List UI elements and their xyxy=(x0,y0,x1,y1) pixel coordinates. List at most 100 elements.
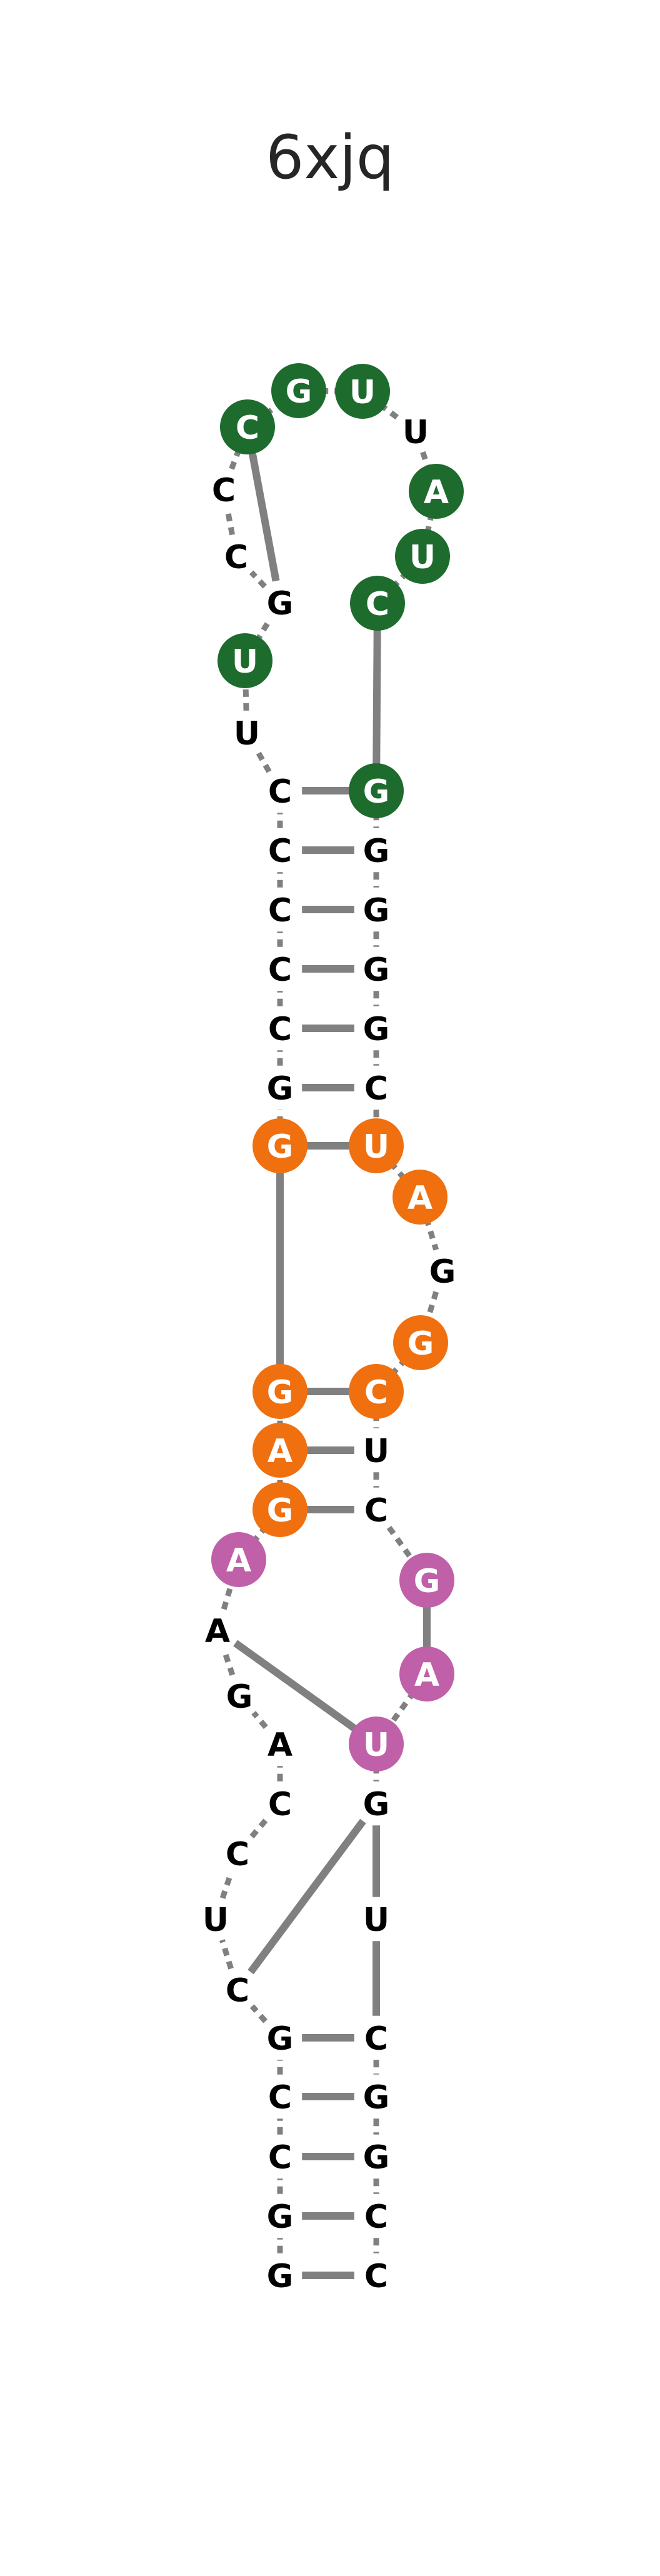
nucleotide-label: G xyxy=(408,1325,434,1363)
nucleotide-label: C xyxy=(226,1836,249,1873)
nucleotide-label: G xyxy=(267,2020,294,2058)
nucleotide-n7: U xyxy=(197,1900,234,1939)
nucleotide-n23: C xyxy=(261,772,299,811)
nucleotide-label: G xyxy=(429,1253,456,1291)
base-pair-line xyxy=(251,449,276,581)
nucleotide-n31: U xyxy=(335,364,390,419)
nucleotide-label: A xyxy=(268,1433,292,1470)
nucleotide-n9: C xyxy=(261,1785,299,1823)
nucleotide-label: G xyxy=(286,373,312,411)
nucleotide-n5: G xyxy=(261,2019,299,2058)
nucleotide-label: U xyxy=(363,1433,389,1470)
nucleotide-label: A xyxy=(205,1613,230,1650)
nucleotide-label: G xyxy=(363,773,390,811)
nucleotide-label: A xyxy=(408,1180,432,1217)
backbone-link xyxy=(228,511,232,535)
nucleotide-n52: G xyxy=(358,1785,395,1823)
backbone-link xyxy=(389,1692,414,1727)
nucleotide-label: G xyxy=(363,1786,390,1823)
nucleotide-n37: G xyxy=(358,831,395,870)
nucleotide-n10: A xyxy=(261,1725,299,1764)
nucleotide-n4: C xyxy=(261,2078,299,2117)
nucleotide-label: G xyxy=(267,1492,294,1530)
nucleotide-n50: A xyxy=(399,1646,454,1701)
backbone-link xyxy=(389,1528,414,1563)
nucleotide-n22: C xyxy=(261,831,299,870)
nucleotide-n28: C xyxy=(205,471,242,509)
nucleotide-n41: C xyxy=(358,1069,395,1108)
nucleotide-n17: G xyxy=(252,1118,308,1173)
nucleotide-n38: G xyxy=(358,891,395,930)
nucleotide-n13: A xyxy=(211,1532,266,1587)
nucleotide-n47: U xyxy=(358,1431,395,1470)
nucleotide-label: G xyxy=(267,2198,294,2236)
nucleotide-label: G xyxy=(363,2079,390,2117)
nucleotide-label: C xyxy=(364,2198,388,2236)
nucleotide-label: C xyxy=(366,586,389,623)
nucleotide-n51: U xyxy=(349,1716,404,1772)
nucleotide-n18: G xyxy=(261,1069,299,1108)
nucleotide-label: C xyxy=(364,1374,388,1411)
nucleotide-label: C xyxy=(212,472,236,509)
nucleotide-n34: U xyxy=(395,529,450,584)
nucleotide-label: A xyxy=(424,474,449,511)
nucleotide-label: G xyxy=(267,1128,294,1166)
nucleotide-n36: G xyxy=(349,763,404,818)
nucleotide-n44: G xyxy=(424,1252,461,1291)
nucleotide-n16: G xyxy=(252,1364,308,1419)
nucleotide-n8: C xyxy=(219,1835,256,1873)
nucleotide-n57: C xyxy=(358,2197,395,2236)
nucleotide-n21: C xyxy=(261,891,299,930)
nucleotide-label: C xyxy=(268,773,292,811)
nucleotide-n26: G xyxy=(261,584,299,623)
nucleotide-label: C xyxy=(364,1070,388,1108)
nucleotide-n1: G xyxy=(261,2257,299,2295)
nucleotide-n42: U xyxy=(349,1118,404,1173)
nucleotide-label: G xyxy=(267,1374,294,1411)
nucleotide-n49: G xyxy=(399,1553,454,1608)
nucleotide-label: G xyxy=(267,1070,294,1108)
nucleotide-n53: U xyxy=(358,1900,395,1939)
nucleotide-n14: G xyxy=(252,1482,308,1537)
nucleotide-label: U xyxy=(363,1902,389,1939)
nucleotide-label: U xyxy=(202,1902,229,1939)
backbone-link xyxy=(376,625,378,769)
nucleotide-label: G xyxy=(414,1563,441,1600)
nucleotide-n39: G xyxy=(358,950,395,989)
nucleotide-label: U xyxy=(232,643,258,681)
nucleotide-n45: G xyxy=(393,1315,448,1370)
nucleotide-n30: G xyxy=(271,363,326,418)
nucleotide-n48: C xyxy=(358,1491,395,1530)
base-pair-line xyxy=(251,1821,363,1972)
backbone-link xyxy=(252,2006,265,2021)
nucleotide-label: C xyxy=(364,2258,388,2295)
nucleotide-n25: U xyxy=(218,633,272,688)
nucleotide-label: U xyxy=(402,414,429,451)
diagram-title: 6xjq xyxy=(266,123,394,193)
nucleotide-n3: C xyxy=(261,2138,299,2177)
nucleotide-n11: G xyxy=(221,1677,258,1716)
backbone-link xyxy=(258,752,269,772)
nucleotide-n20: C xyxy=(261,950,299,989)
backbone-link xyxy=(252,1820,266,1837)
nucleotide-label: C xyxy=(268,2079,292,2117)
nucleotide-label: C xyxy=(268,1786,292,1823)
nucleotide-n19: C xyxy=(261,1010,299,1048)
nucleotide-label: G xyxy=(267,585,294,623)
nucleotide-label: U xyxy=(349,374,376,411)
nucleotide-label: G xyxy=(363,951,390,989)
nucleotide-n40: G xyxy=(358,1010,395,1048)
nucleotide-n55: G xyxy=(358,2078,395,2117)
nucleotide-label: G xyxy=(363,833,390,870)
nucleotide-n2: G xyxy=(261,2197,299,2236)
nucleotide-label: C xyxy=(236,409,259,447)
nucleotide-label: G xyxy=(363,1011,390,1048)
nucleotide-n43: A xyxy=(392,1170,448,1225)
nucleotide-label: A xyxy=(414,1656,439,1694)
backbone-link xyxy=(254,1713,266,1727)
nucleotide-label: C xyxy=(364,2020,388,2058)
nucleotide-label: U xyxy=(409,539,436,576)
